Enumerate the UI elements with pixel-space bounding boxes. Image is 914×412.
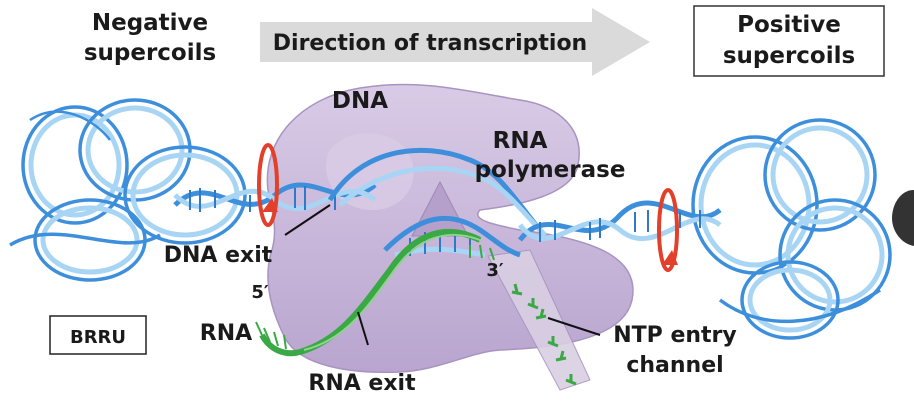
dna-exit-label: DNA exit bbox=[164, 243, 273, 268]
right-supercoil bbox=[691, 118, 892, 340]
pointer-lines bbox=[284, 204, 601, 346]
ntp-molecules bbox=[511, 283, 577, 386]
rna-exit-label: RNA exit bbox=[308, 371, 416, 396]
edge-circle bbox=[892, 190, 914, 246]
rna-label: RNA bbox=[200, 321, 252, 346]
dna-strand-top bbox=[327, 147, 547, 237]
ntp-pointer bbox=[547, 317, 601, 336]
corner-box: BRRU bbox=[49, 315, 147, 355]
ntp-line1: NTP entry bbox=[613, 323, 737, 348]
positive-line2: supercoils bbox=[723, 43, 855, 69]
rna-polymerase bbox=[266, 83, 634, 391]
three-prime-label: 3′ bbox=[486, 260, 504, 281]
dna-exit-pointer bbox=[284, 204, 331, 236]
five-prime-label: 5′ bbox=[251, 282, 269, 303]
positive-line1: Positive bbox=[737, 12, 841, 38]
direction-label: Direction of transcription bbox=[273, 31, 587, 56]
negative-supercoils-label: Negative supercoils bbox=[84, 10, 216, 66]
rna-exit-pointer bbox=[357, 311, 369, 346]
positive-supercoils-label: Positive supercoils bbox=[693, 5, 885, 77]
rotation-arrow-right bbox=[657, 188, 679, 272]
rnap-line2: polymerase bbox=[475, 157, 626, 183]
corner-box-text: BRRU bbox=[70, 327, 126, 348]
rotation-arrow-left bbox=[257, 143, 279, 227]
dna-label: DNA bbox=[332, 88, 388, 114]
ntp-line2: channel bbox=[626, 353, 723, 378]
rnap-line1: RNA bbox=[493, 128, 548, 154]
direction-arrow: Direction of transcription bbox=[260, 8, 650, 76]
rna-strand bbox=[255, 228, 495, 357]
dna-helix-right bbox=[518, 200, 722, 242]
negative-line2: supercoils bbox=[84, 40, 216, 66]
negative-line1: Negative bbox=[92, 10, 208, 36]
